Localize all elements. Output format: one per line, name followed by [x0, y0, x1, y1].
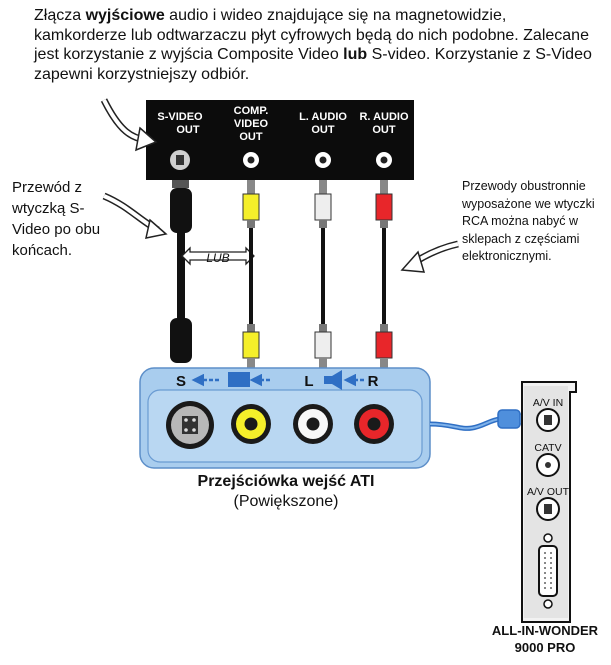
rca-cables-note: Przewody obustronnie wyposażone we wtycz… [462, 179, 595, 263]
left-audio-cable [314, 180, 332, 368]
card-av-in-label: A/V IN [533, 397, 563, 409]
intro-bold-lub: lub [343, 46, 368, 63]
card-catv-label: CATV [534, 442, 561, 454]
audio-speaker-icon [324, 370, 342, 390]
adapter-title: Przejściówka wejść ATI [197, 473, 375, 490]
adapter-svideo-jack [166, 401, 214, 449]
comp-video-out-jack [243, 152, 259, 168]
card-name: ALL-IN-WONDER 9000 PRO [478, 622, 611, 656]
adapter-r-label: R [368, 373, 379, 390]
svideo-out-jack [170, 150, 190, 170]
card-catv-jack [536, 453, 560, 477]
composite-video-cable [242, 180, 260, 368]
or-label: LUB [206, 251, 229, 265]
adapter-to-card-cable [429, 409, 531, 431]
card-dvi-connector [538, 533, 558, 609]
adapter-l-label: L [304, 373, 313, 390]
svideo-cable-note: Przewód z wtyczką S-Video po obu końcach… [12, 179, 101, 259]
card-av-out-label: A/V OUT [527, 486, 570, 498]
adapter-caption: Przejściówka wejść ATI (Powiększone) [140, 472, 432, 512]
or-double-arrow-icon [181, 246, 255, 266]
adapter-video-jack-yellow [231, 404, 271, 444]
all-in-wonder-card-bracket: A/V IN CATV A/V OUT [521, 381, 577, 623]
svideo-cable [170, 180, 192, 363]
right-audio-cable [375, 180, 393, 368]
adapter-subtitle: (Powiększone) [233, 493, 339, 510]
card-name-line1: ALL-IN-WONDER [491, 623, 599, 638]
adapter-s-label: S [176, 373, 186, 390]
intro-text: Złącza wyjściowe audio i wideo znajdując… [34, 7, 592, 83]
r-audio-out-jack [376, 152, 392, 168]
adapter-left-audio-jack-white [293, 404, 333, 444]
card-av-out-jack [536, 497, 560, 521]
card-name-line2: 9000 PRO [514, 640, 576, 655]
l-audio-out-jack [315, 152, 331, 168]
card-av-in-jack [536, 408, 560, 432]
ati-input-adapter: S L R [139, 367, 431, 469]
adapter-right-audio-jack-red [354, 404, 394, 444]
intro-bold-wyjsciowe: wyjściowe [85, 7, 165, 24]
